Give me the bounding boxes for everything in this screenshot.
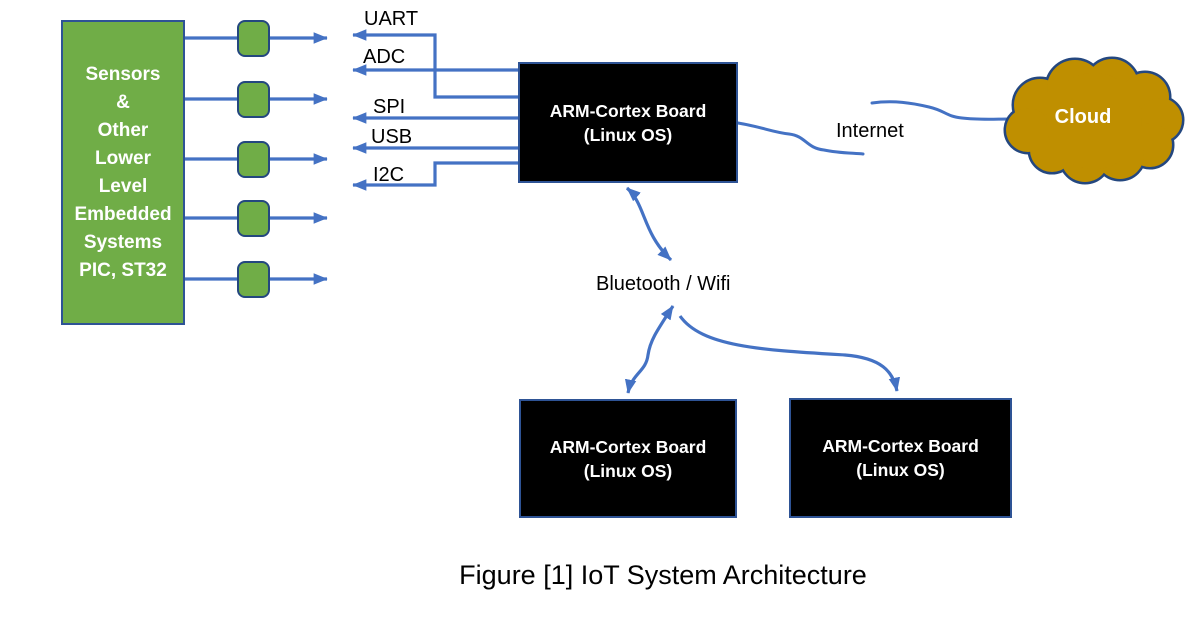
figure-caption: Figure [1] IoT System Architecture	[459, 560, 867, 590]
cloud-shape	[1003, 56, 1185, 185]
protocol-arrows	[352, 29, 518, 191]
arm-board-right: ARM-Cortex Board (Linux OS)	[789, 398, 1012, 518]
connector-i2c	[352, 161, 518, 191]
arm-board-main-subtitle: (Linux OS)	[583, 124, 673, 145]
label-internet: Internet	[836, 120, 904, 142]
bt-link-left-board	[624, 305, 675, 394]
label-adc: ADC	[363, 46, 406, 68]
chip-node-3	[237, 141, 270, 178]
connector-uart	[352, 29, 518, 99]
arm-board-right-subtitle: (Linux OS)	[856, 460, 945, 480]
label-bluetooth-wifi: Bluetooth / Wifi	[596, 273, 731, 295]
internet-link-right	[870, 100, 1010, 121]
bt-link-main-board	[625, 186, 673, 262]
bt-link-right-board	[678, 315, 901, 392]
arm-board-left: ARM-Cortex Board (Linux OS)	[519, 399, 737, 518]
label-spi: SPI	[373, 96, 406, 118]
arm-board-main: ARM-Cortex Board (Linux OS)	[518, 62, 738, 183]
chip-node-5	[237, 261, 270, 298]
chip-node-1	[237, 20, 270, 57]
chip-node-2	[237, 81, 270, 118]
sensors-block: Sensors & Other Lower Level Embedded Sys…	[61, 20, 185, 325]
label-cloud: Cloud	[1054, 106, 1112, 128]
arm-board-left-title: ARM-Cortex Board	[549, 436, 707, 457]
arm-board-right-title: ARM-Cortex Board	[822, 436, 979, 456]
arm-board-main-title: ARM-Cortex Board	[549, 100, 707, 121]
internet-link-left	[736, 121, 865, 156]
label-uart: UART	[364, 8, 419, 30]
cloud-body	[1006, 59, 1182, 182]
bluetooth-wifi-arrows	[624, 186, 901, 394]
sensors-block-label: Sensors & Other Lower Level Embedded Sys…	[74, 63, 172, 281]
chip-node-4	[237, 200, 270, 237]
arm-board-left-subtitle: (Linux OS)	[583, 460, 673, 481]
label-usb: USB	[371, 126, 413, 148]
label-i2c: I2C	[373, 164, 405, 186]
internet-links	[736, 100, 1010, 156]
